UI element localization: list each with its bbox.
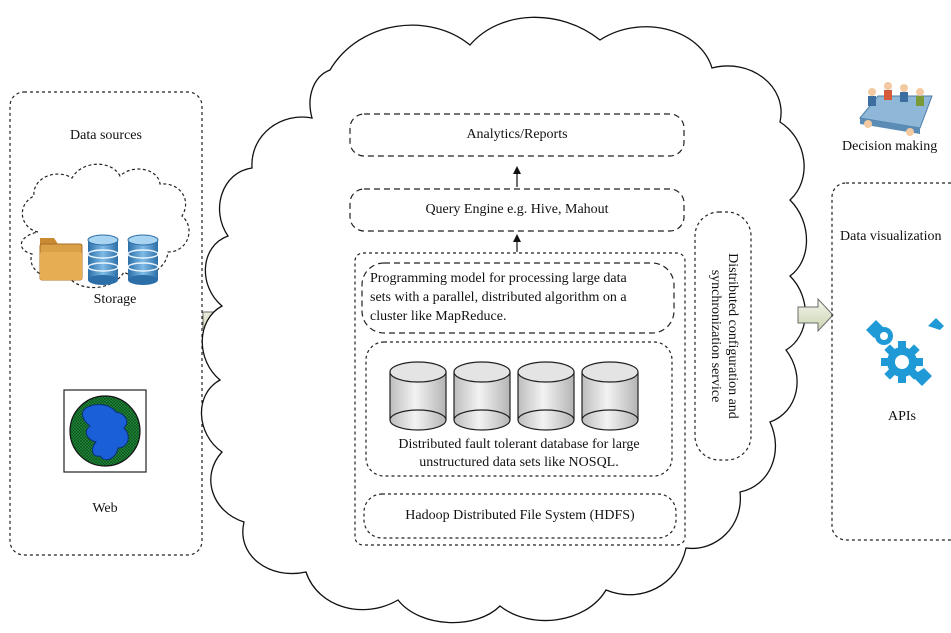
programming-model-line: sets with a parallel, distributed algori…	[370, 290, 627, 305]
data-sources-title: Data sources	[70, 128, 142, 143]
config-service-box	[694, 211, 752, 461]
output-arrow	[797, 297, 834, 333]
hdfs-box	[363, 493, 677, 539]
analytics-label: Analytics/Reports	[466, 127, 568, 142]
analytics-box	[349, 113, 685, 157]
up-arrow	[513, 234, 521, 252]
hdfs-label: Hadoop Distributed File System (HDFS)	[405, 508, 635, 523]
database-cylinder	[389, 361, 447, 431]
up-arrow	[513, 166, 521, 187]
database-box	[365, 341, 673, 477]
config-service-label: Distributed configuration and synchroniz…	[705, 216, 741, 456]
config-service-line: synchronization service	[708, 269, 723, 403]
outputs-panel	[831, 182, 951, 541]
hadoop-cloud	[200, 16, 808, 624]
programming-model-box	[361, 262, 675, 334]
processing-stack	[354, 252, 686, 546]
data-sources-panel	[9, 91, 203, 556]
database-icon	[87, 234, 119, 285]
query-engine-box	[349, 188, 685, 232]
config-service-line: Distributed configuration and	[725, 253, 740, 419]
apis-label: APIs	[887, 409, 916, 424]
database-cylinder	[517, 361, 575, 431]
database-line: unstructured data sets like NOSQL.	[419, 455, 619, 470]
meeting-icon	[859, 82, 933, 136]
storage-label: Storage	[93, 292, 137, 307]
database-cylinder	[581, 361, 639, 431]
query-engine-label: Query Engine e.g. Hive, Mahout	[425, 202, 609, 217]
data-visualization-label: Data visualization	[840, 229, 942, 244]
database-cylinder	[453, 361, 511, 431]
database-icon	[127, 234, 159, 285]
globe-icon	[63, 389, 147, 473]
folder-icon	[39, 238, 83, 281]
database-line: Distributed fault tolerant database for …	[398, 437, 640, 452]
gears-icon	[866, 318, 944, 386]
programming-model-line: cluster like MapReduce.	[370, 309, 507, 324]
web-label: Web	[92, 501, 118, 516]
programming-model-line: Programming model for processing large d…	[370, 271, 627, 286]
decision-making-label: Decision making	[842, 139, 938, 154]
